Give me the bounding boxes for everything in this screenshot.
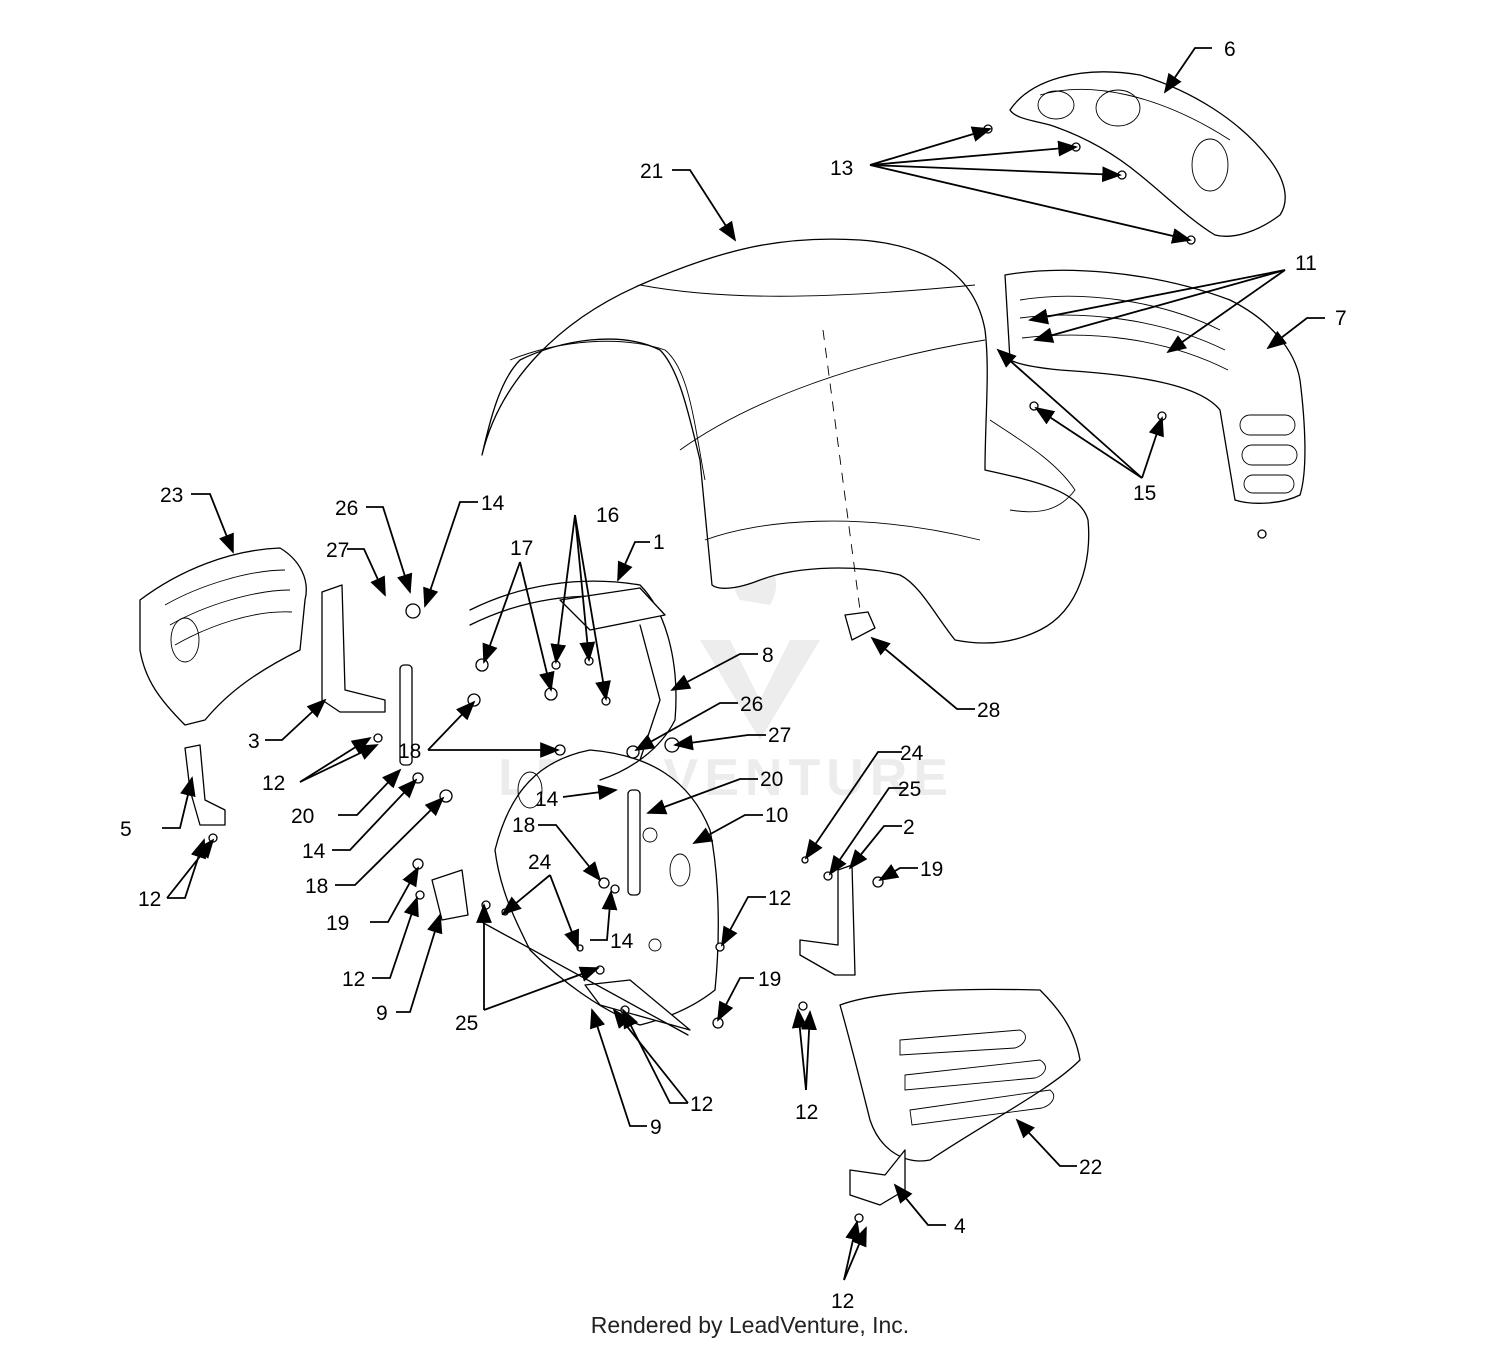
callout-2: 2	[903, 816, 915, 839]
callout-17: 17	[510, 537, 533, 560]
callout-25: 25	[455, 1012, 478, 1035]
callout-14: 14	[481, 492, 505, 515]
support-plate-part-1	[559, 587, 666, 631]
callout-20: 20	[291, 805, 314, 828]
callout-22: 22	[1079, 1156, 1102, 1179]
callout-18: 18	[398, 740, 421, 763]
bracket-part-3	[321, 584, 386, 713]
callout-18: 18	[305, 875, 328, 898]
callout-24: 24	[528, 851, 552, 874]
callout-25: 25	[898, 778, 921, 801]
callout-11: 11	[1295, 252, 1317, 275]
callout-19: 19	[326, 912, 349, 935]
callout-16: 16	[596, 504, 619, 527]
callout-labels: 6 13 21 11 7 15 23 26 27 14 16 17 1 8 28…	[120, 38, 1347, 1313]
callout-20: 20	[760, 768, 783, 791]
callout-3: 3	[248, 730, 260, 753]
callout-27: 27	[326, 539, 349, 562]
callout-12: 12	[831, 1290, 854, 1313]
bracket-part-2	[799, 864, 856, 976]
callout-28: 28	[977, 699, 1000, 722]
callout-12: 12	[795, 1101, 818, 1124]
callout-18: 18	[512, 814, 535, 837]
callout-7: 7	[1335, 307, 1347, 330]
callout-4: 4	[954, 1215, 966, 1238]
callout-12: 12	[768, 887, 791, 910]
callout-19: 19	[920, 858, 943, 881]
side-panel-part-22	[839, 988, 1081, 1162]
callout-6: 6	[1224, 38, 1236, 61]
hood-part-21	[481, 238, 1090, 644]
callout-14: 14	[302, 840, 326, 863]
hinge-bracket-part-9	[431, 869, 691, 1036]
callout-27: 27	[768, 724, 791, 747]
callout-14: 14	[535, 788, 559, 811]
leader-lines	[162, 47, 1325, 1281]
callout-10: 10	[765, 804, 788, 827]
callout-26: 26	[740, 693, 763, 716]
callout-12: 12	[138, 888, 161, 911]
callout-26: 26	[335, 497, 358, 520]
callout-5: 5	[120, 818, 132, 841]
callout-8: 8	[762, 644, 774, 667]
mount-bracket-part-4	[849, 1149, 906, 1206]
side-grille-part-7	[1004, 269, 1306, 504]
callout-19: 19	[758, 968, 781, 991]
callout-23: 23	[160, 484, 183, 507]
callout-1: 1	[653, 531, 665, 554]
callout-9: 9	[376, 1002, 388, 1025]
callout-14: 14	[610, 930, 634, 953]
callout-24: 24	[900, 742, 924, 765]
callout-12: 12	[262, 772, 285, 795]
callout-12: 12	[342, 968, 365, 991]
headlight-assembly-part-6	[1009, 71, 1286, 237]
callout-12: 12	[690, 1093, 713, 1116]
gas-strut-part-20	[399, 664, 641, 896]
callout-15: 15	[1133, 482, 1156, 505]
footer-credit: Rendered by LeadVenture, Inc.	[590, 1312, 910, 1338]
side-panel-part-23	[139, 547, 307, 726]
callout-9: 9	[650, 1116, 662, 1139]
clip-part-28	[844, 611, 876, 641]
callout-21: 21	[640, 160, 663, 183]
callout-13: 13	[830, 157, 853, 180]
